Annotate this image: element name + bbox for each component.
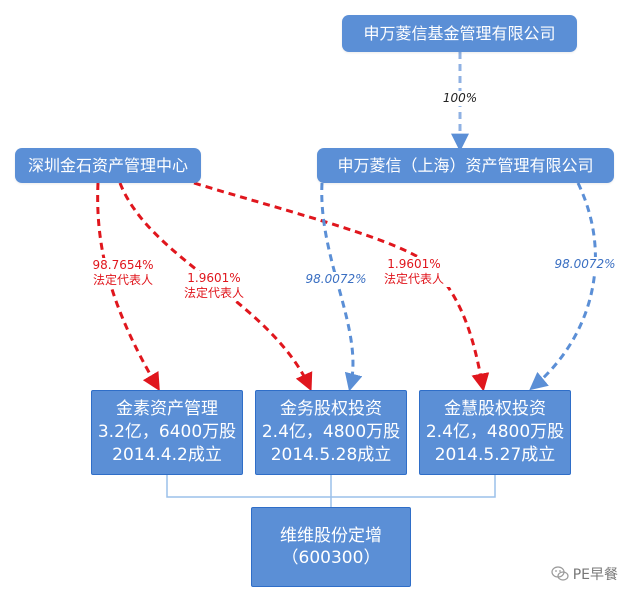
edge-role: 法定代表人 [92,273,153,287]
edge-pct: 98.0072% [305,272,367,286]
node-swhsy-fund: 申万菱信基金管理有限公司 [342,15,577,52]
label-jinshi-to-jinwu: 1.9601% 法定代表人 [176,271,252,301]
node-fund-jinsu: 金素资产管理 3.2亿，6400万股 2014.4.2成立 [91,390,243,475]
fund-name: 金素资产管理 [116,399,218,419]
node-swhsy-fund-label: 申万菱信基金管理有限公司 [363,23,556,43]
label-shanghai-to-jinhui: 98.0072% [551,257,619,272]
node-fund-jinwu: 金务股权投资 2.4亿，4800万股 2014.5.28成立 [255,390,407,475]
target-code: （600300） [281,548,381,568]
bracket-connector [166,475,496,507]
edge-shanghai-to-jinwu [320,182,363,392]
label-jinshi-to-jinsu: 98.7654% 法定代表人 [84,258,162,288]
edge-role: 法定代表人 [183,286,244,300]
edge-pct: 98.7654% [92,258,154,272]
edge-pct: 1.9601% [387,257,441,271]
node-target-vv-placement: 维维股份定增 （600300） [251,507,411,587]
target-name: 维维股份定增 [280,526,382,546]
edge-pct: 100% [442,91,478,105]
edge-pct: 1.9601% [187,271,241,285]
label-parent-to-shanghai: 100% [436,91,484,106]
fund-size: 3.2亿，6400万股 [97,422,237,442]
label-shanghai-to-jinwu: 98.0072% [302,272,370,287]
label-jinshi-to-jinhui: 1.9601% 法定代表人 [376,257,452,287]
watermark-text: PE早餐 [572,567,618,583]
watermark: PE早餐 [551,564,618,584]
fund-date: 2014.5.27成立 [434,445,556,465]
fund-size: 2.4亿，4800万股 [425,422,565,442]
fund-name: 金慧股权投资 [444,399,546,419]
node-fund-jinhui: 金慧股权投资 2.4亿，4800万股 2014.5.27成立 [419,390,571,475]
fund-name: 金务股权投资 [280,399,382,419]
edge-shanghai-to-jinhui [529,182,597,391]
fund-size: 2.4亿，4800万股 [261,422,401,442]
wechat-icon [551,566,569,581]
fund-date: 2014.4.2成立 [112,445,222,465]
edge-pct: 98.0072% [554,257,616,271]
node-swhsy-shanghai: 申万菱信（上海）资产管理有限公司 [317,148,614,183]
fund-date: 2014.5.28成立 [270,445,392,465]
node-shenzhen-jinshi: 深圳金石资产管理中心 [15,148,201,183]
node-shenzhen-jinshi-label: 深圳金石资产管理中心 [27,155,188,175]
node-swhsy-shanghai-label: 申万菱信（上海）资产管理有限公司 [337,155,594,175]
edge-role: 法定代表人 [383,272,444,286]
